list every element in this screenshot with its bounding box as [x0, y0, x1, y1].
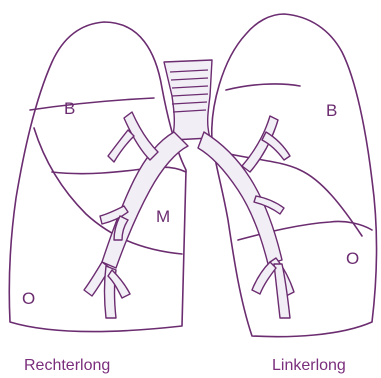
left-main-bronchus	[198, 132, 282, 264]
caption-left-lung: Linkerlong	[272, 357, 346, 375]
left-lower-branch-3	[252, 262, 276, 294]
caption-right-lung: Rechterlong	[24, 357, 110, 375]
label-right-upper-lobe: B	[64, 99, 75, 118]
right-upper-sub-branch	[108, 130, 134, 162]
label-right-middle-lobe: M	[156, 207, 170, 226]
right-horizontal-fissure	[52, 167, 186, 173]
right-upper-mid-division	[30, 98, 154, 110]
left-upper-division	[226, 84, 300, 90]
label-left-upper-lobe: B	[326, 101, 337, 120]
lungs-illustration: B M O B O	[0, 0, 381, 350]
label-right-lower-lobe: O	[22, 289, 35, 308]
label-left-lower-lobe: O	[346, 249, 359, 268]
bronchial-tree	[84, 60, 294, 318]
